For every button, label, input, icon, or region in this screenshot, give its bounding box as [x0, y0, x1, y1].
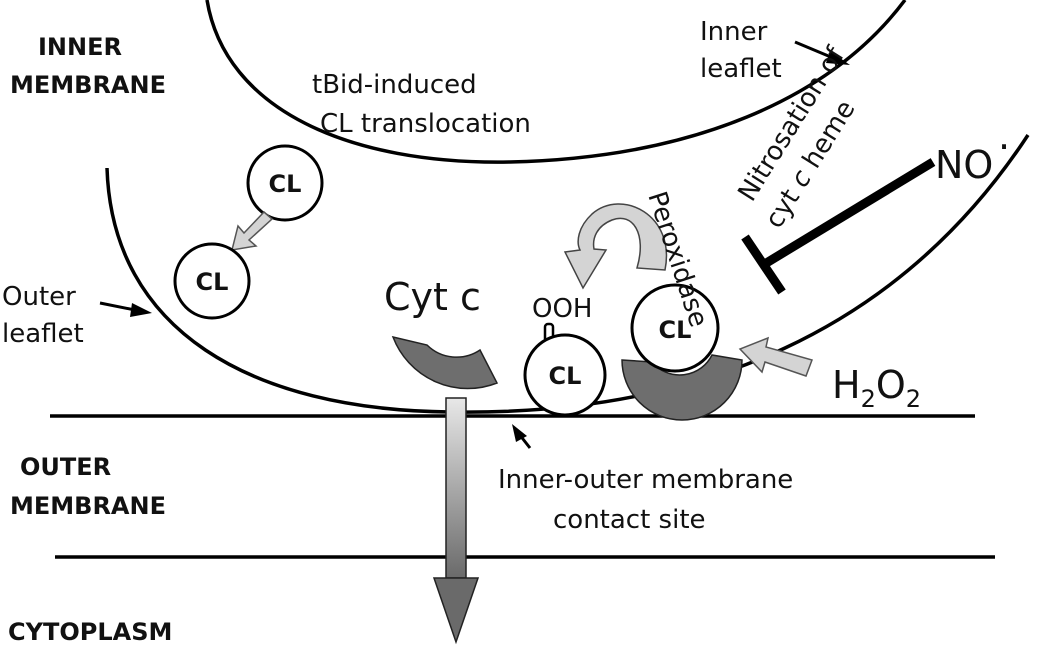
cl-label-lower: CL [196, 268, 229, 296]
cl-label-oxidized: CL [549, 362, 582, 390]
inhibition-line [760, 158, 936, 269]
outer-membrane-label-1: OUTER [20, 453, 111, 481]
inhibition-bar [741, 234, 786, 295]
outer-leaflet-label-1: Outer [2, 282, 76, 312]
inner-leaflet-label-2: leaflet [700, 54, 782, 84]
contact-site-pointer-arrow [512, 424, 532, 449]
translocation-label-2: CL translocation [320, 109, 531, 139]
outer-membrane-label-2: MEMBRANE [10, 492, 166, 520]
h2o2-label: H2O2 [832, 363, 921, 413]
cyt-c-release-arrow [432, 397, 480, 645]
outer-leaflet-label-2: leaflet [2, 319, 84, 349]
cl-molecule-oxidized [523, 333, 607, 417]
translocation-arrow [230, 210, 274, 251]
inner-leaflet-label-1: Inner [700, 17, 768, 47]
outer-leaflet-pointer-arrow [99, 301, 152, 317]
translocation-label-1: tBid-induced [312, 70, 477, 100]
inner-leaflet-pointer-arrow [794, 40, 850, 65]
cl-molecule-bound [630, 283, 720, 373]
cl-molecule-upper [246, 144, 324, 222]
contact-site-label-1: Inner-outer membrane [498, 465, 793, 495]
ooh-label: OOH [532, 294, 592, 324]
inner-membrane-label-1: INNER [38, 33, 122, 61]
cyt-c-bound-protein [621, 354, 743, 421]
inner-membrane-label-2: MEMBRANE [10, 71, 166, 99]
cl-molecule-lower [173, 242, 251, 320]
cytoplasm-label: CYTOPLASM [8, 618, 172, 646]
cl-label-bound: CL [659, 316, 692, 344]
outer-leaflet-curve [105, 134, 1030, 414]
no-radical-label: NO [935, 143, 993, 187]
contact-site-label-2: contact site [553, 505, 706, 535]
cl-label-upper: CL [269, 170, 302, 198]
cyt-c-label: Cyt c [384, 275, 481, 319]
h2o2-arrow [738, 336, 813, 377]
cyt-c-protein [391, 335, 499, 390]
inner-leaflet-curve [205, 0, 907, 164]
peroxidase-curved-arrow [563, 203, 668, 290]
no-radical-dot: · [998, 125, 1010, 169]
